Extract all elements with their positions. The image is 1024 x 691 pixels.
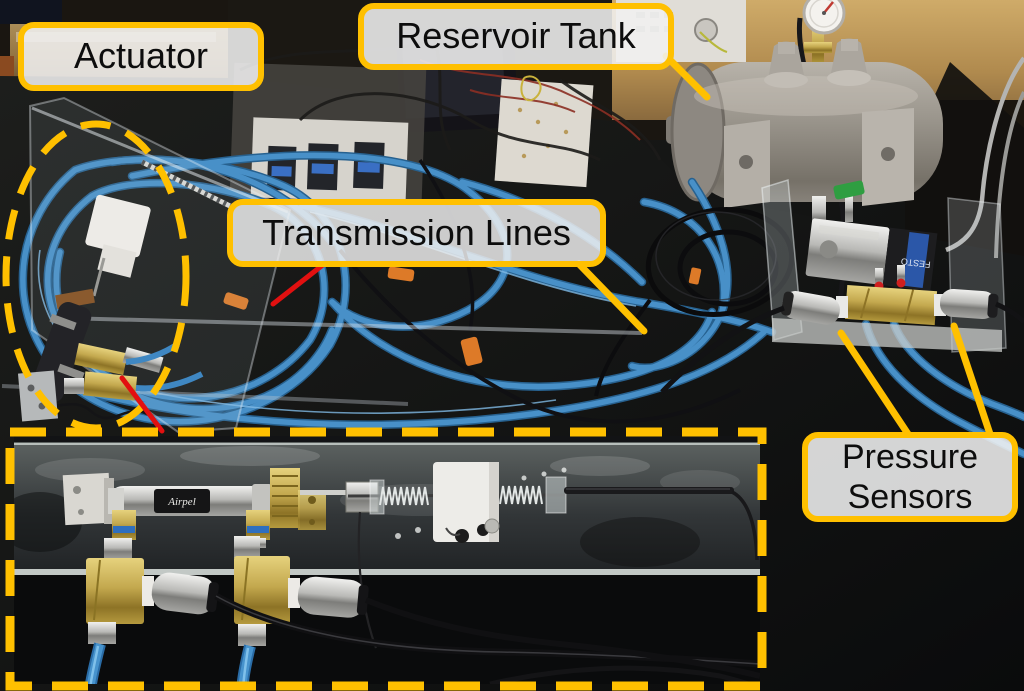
reservoir-callout-line bbox=[662, 52, 711, 101]
pressure-callout-line-right bbox=[950, 322, 994, 438]
valve-brand-text: FESTO bbox=[900, 256, 931, 270]
orange-tube-markers bbox=[223, 266, 702, 366]
inset-sensor-right bbox=[234, 536, 369, 684]
cylinder-brand-text: Airpel bbox=[167, 496, 196, 508]
transmission-callout-line bbox=[575, 260, 648, 335]
red-pointer-lines bbox=[119, 261, 327, 434]
actuator-assembly bbox=[1, 96, 643, 434]
green-valve-handle bbox=[833, 180, 865, 200]
inset-closeup: Airpel bbox=[14, 436, 760, 684]
pressure-sensor-assembly: FESTO bbox=[660, 56, 1024, 394]
pressure-sensors-label: Pressure Sensors bbox=[802, 432, 1018, 522]
transmission-lines-label: Transmission Lines bbox=[227, 199, 606, 267]
festo-solenoid-valve: FESTO bbox=[805, 218, 938, 291]
reservoir-tank-label: Reservoir Tank bbox=[358, 3, 674, 70]
printed-carriage bbox=[433, 462, 499, 542]
spring-left bbox=[379, 486, 429, 506]
airpel-cylinder: Airpel bbox=[108, 484, 272, 518]
pressure-callout-line-left bbox=[837, 329, 912, 438]
callout-lines bbox=[575, 52, 994, 438]
pressure-gauge bbox=[802, 0, 846, 35]
spring-right bbox=[499, 485, 543, 505]
inset-sensor-left bbox=[84, 538, 219, 684]
reservoir-tank-photo bbox=[666, 0, 943, 303]
actuator-label: Actuator bbox=[18, 22, 264, 91]
black-cable-coil bbox=[19, 159, 795, 424]
